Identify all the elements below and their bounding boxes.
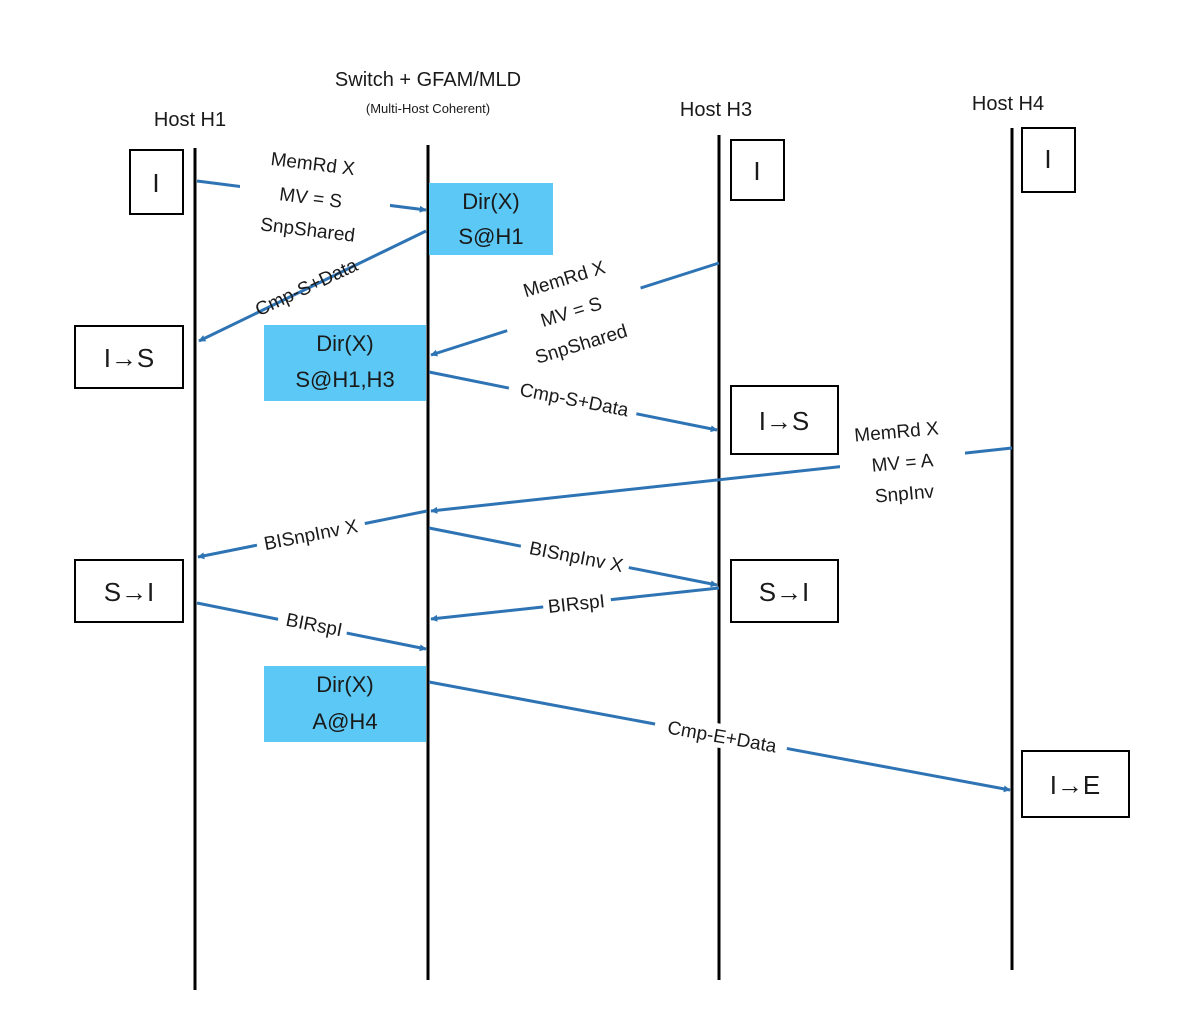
h3-bisnpinv-label: BISnpInv X [518,533,632,579]
h4-state-i-to-e: I→E [1021,750,1130,818]
state-label: I [1044,144,1051,174]
h1-state-initial: I [129,149,184,215]
h1-bisnpinv-label: BISnpInv X [254,512,368,558]
state-label: I [753,156,760,186]
h1-cmp-label: Cmp-S+Data [252,255,361,321]
h3-state-initial: I [730,139,785,201]
switch-header: Switch + GFAM/MLD [335,69,521,91]
host-h1-header: Host H1 [154,109,226,131]
directory-entry-3: Dir(X) A@H4 [264,666,426,742]
directory-line1: Dir(X) [316,331,373,356]
h4-state-initial: I [1021,127,1076,193]
h1-birspi-label: BIRspI [276,605,350,641]
h1-cmp-arrow [198,229,427,343]
directory-entry-1: Dir(X) S@H1 [429,183,553,255]
directory-line2: S@H1,H3 [295,367,394,392]
h1-state-s-to-i: S→I [74,559,184,623]
msg-line: BISnpInv X [262,516,360,555]
state-label: S→I [759,577,810,607]
host-h4-header: Host H4 [972,93,1044,115]
h1-state-i-to-s: I→S [74,325,184,389]
h3-state-i-to-s: I→S [730,385,839,455]
directory-line2: A@H4 [312,709,377,734]
msg-line: Cmp-S+Data [518,380,631,422]
directory-entry-2: Dir(X) S@H1,H3 [264,325,426,401]
h1-memrd-label: MemRd X MV = S SnpShared [240,146,390,247]
directory-line2: S@H1 [458,224,523,249]
state-label: S→I [104,577,155,607]
directory-line1: Dir(X) [462,189,519,214]
h3-state-s-to-i: S→I [730,559,839,623]
h3-cmp-label: Cmp-S+Data [506,374,640,424]
h4-cmp-label: Cmp-E+Data [652,712,790,760]
msg-line: SnpInv [874,481,935,507]
h4-memrd-label: MemRd X MV = A SnpInv [840,412,965,510]
state-label: I→S [759,406,810,436]
state-label: I→E [1050,770,1101,800]
state-label: I→S [104,343,155,373]
h3-birspi-label: BIRspI [542,588,612,618]
host-h3-header: Host H3 [680,99,752,121]
state-label: I [152,168,159,198]
h3-memrd-label: MemRd X MV = S SnpShared [491,239,659,387]
switch-subheader: (Multi-Host Coherent) [366,101,490,116]
msg-line: BIRspI [284,610,344,641]
msg-line: Cmp-E+Data [666,718,779,758]
directory-line1: Dir(X) [316,672,373,697]
